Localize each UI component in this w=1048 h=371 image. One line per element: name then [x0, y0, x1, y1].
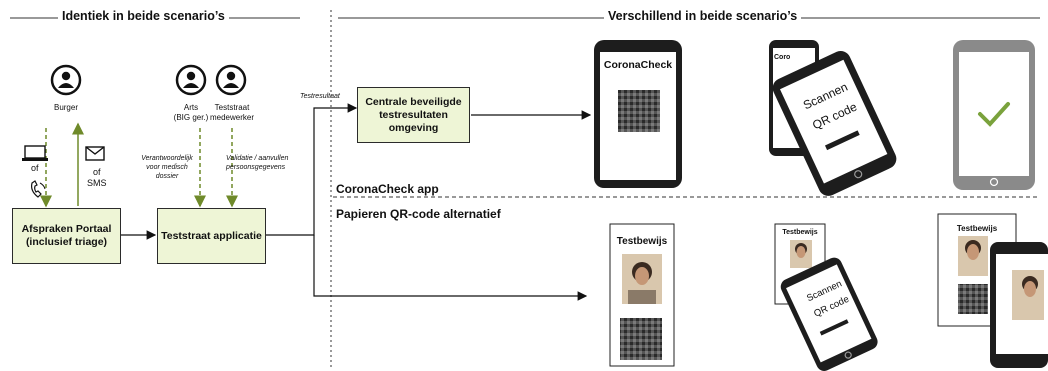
annotation-validatie-1: Validatie / aanvullen: [226, 155, 289, 162]
annotation-verantwoordelijk-1: Verantwoordelijk: [141, 155, 193, 162]
paper-title-large: Testbewijs: [616, 236, 668, 247]
actor-medewerker-line1: Teststraat: [214, 103, 250, 112]
annotation-verantwoordelijk: Verantwoordelijk voor medisch dossier: [139, 154, 195, 181]
paper-title-small-1: Testbewijs: [782, 229, 818, 236]
channel-sms-label: SMS: [87, 178, 107, 188]
phone-back-title-cut: Coro: [774, 54, 791, 61]
section-papieren-qr: Papieren QR-code alternatief: [336, 207, 501, 221]
annotation-testresultaat: Testresultaat: [300, 93, 340, 100]
actor-burger-label: Burger: [53, 103, 78, 112]
phone-app-title: CoronaCheck: [603, 59, 673, 71]
annotation-verantwoordelijk-3: dossier: [155, 173, 179, 180]
arrow-teststraat-to-centrale: [266, 103, 358, 236]
actor-medewerker-label: Teststraat medewerker: [206, 103, 258, 123]
actor-medewerker-line2: medewerker: [209, 113, 254, 122]
box-teststraat-applicatie: Teststraat applicatie: [157, 208, 266, 264]
header-different: Verschillend in beide scenario’s: [604, 9, 802, 23]
actor-arts-name: Arts: [183, 103, 199, 112]
annotation-validatie-2: persoonsgegevens: [226, 164, 286, 171]
channel-of-right: of: [93, 167, 101, 177]
actor-arts-qualifier: (BIG ger.): [173, 113, 209, 122]
section-coronacheck-app: CoronaCheck app: [336, 182, 439, 196]
header-identical: Identiek in beide scenario’s: [58, 9, 229, 23]
actor-arts-label: Arts (BIG ger.): [166, 103, 216, 123]
arrow-teststraat-to-paper: [313, 235, 588, 301]
channel-of-left: of: [31, 163, 39, 173]
box-afspraken-portaal: Afspraken Portaal (inclusief triage): [12, 208, 121, 264]
annotation-validatie: Validatie / aanvullen persoonsgegevens: [226, 154, 306, 172]
annotation-verantwoordelijk-2: voor medisch: [146, 164, 188, 171]
channel-sms: of SMS: [87, 167, 107, 189]
box-centrale-testresultaten: Centrale beveiligde testresultaten omgev…: [357, 87, 470, 143]
paper-title-small-2: Testbewijs: [956, 224, 998, 233]
